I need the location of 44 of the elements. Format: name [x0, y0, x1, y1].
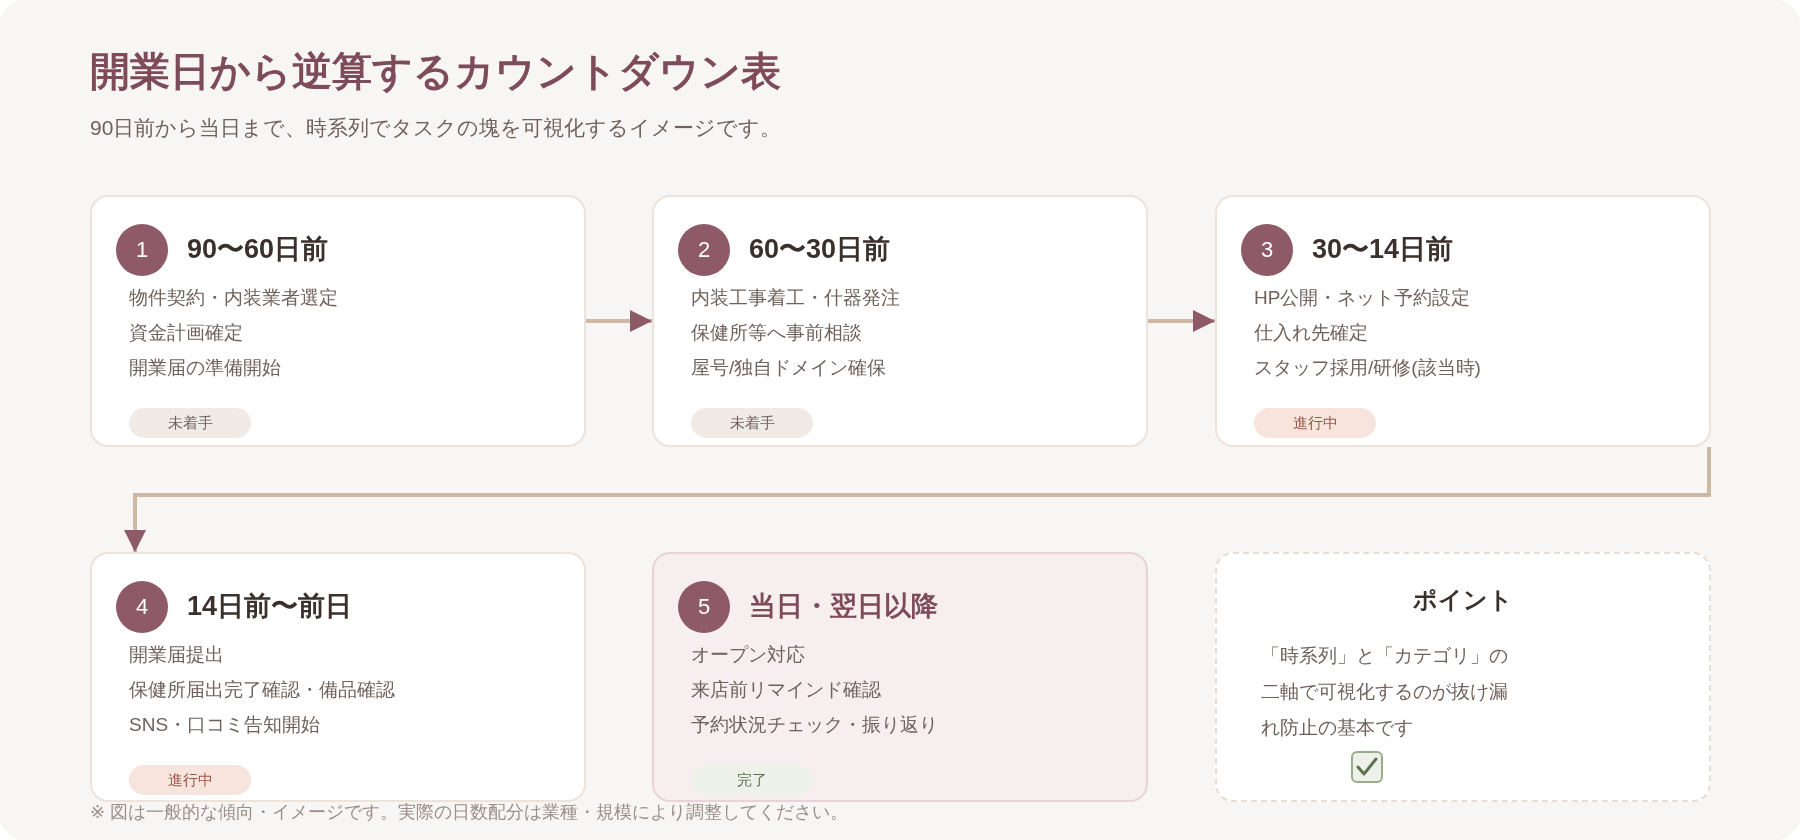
task-text: スタッフ採用/研修(該当時): [1254, 356, 1481, 380]
step-number-badge: 4: [116, 581, 168, 633]
task-text: SNS・口コミ告知開始: [129, 713, 321, 737]
step-heading: 90〜60日前: [187, 233, 329, 266]
step-number-badge: 5: [678, 581, 730, 633]
step-heading: 当日・翌日以降: [749, 590, 938, 623]
task-text: 開業届提出: [129, 643, 224, 667]
title: 開業日から逆算するカウントダウン表: [90, 48, 781, 96]
status-badge: 未着手: [129, 408, 251, 438]
arrow: [124, 447, 1711, 552]
task-text: HP公開・ネット予約設定: [1254, 286, 1471, 310]
step-card: [90, 195, 586, 447]
task-text: オープン対応: [691, 643, 805, 667]
arrow: [586, 310, 652, 332]
tip-heading: ポイント: [1412, 585, 1514, 615]
status-badge: 完了: [691, 765, 813, 795]
step-card: [652, 195, 1148, 447]
step-heading: 14日前〜前日: [187, 590, 353, 623]
step-heading: 60〜30日前: [749, 233, 891, 266]
task-text: 資金計画確定: [129, 321, 243, 345]
task-text: 仕入れ先確定: [1254, 321, 1368, 345]
step-number-badge: 2: [678, 224, 730, 276]
step-card: [90, 552, 586, 802]
arrow: [1148, 310, 1215, 332]
task-text: 内装工事着工・什器発注: [691, 286, 900, 310]
status-badge: 進行中: [1254, 408, 1376, 438]
step-number-badge: 1: [116, 224, 168, 276]
task-text: 開業届の準備開始: [129, 356, 281, 380]
step-card: [1215, 195, 1711, 447]
task-text: 予約状況チェック・振り返り: [691, 713, 938, 737]
step-number-badge: 3: [1241, 224, 1293, 276]
step-heading: 30〜14日前: [1312, 233, 1454, 266]
step-card: [652, 552, 1148, 802]
tip-text: 「時系列」と「カテゴリ」の二軸で可視化するのが抜け漏れ防止の基本です: [1261, 644, 1509, 740]
footnote: ※ 図は一般的な傾向・イメージです。実際の日数配分は業種・規模により調整してください。: [90, 801, 849, 824]
task-text: 保健所届出完了確認・備品確認: [129, 678, 395, 702]
status-badge: 進行中: [129, 765, 251, 795]
tip-card: [1215, 552, 1711, 802]
task-text: 物件契約・内装業者選定: [129, 286, 338, 310]
subtitle: 90日前から当日まで、時系列でタスクの塊を可視化するイメージです。: [90, 115, 782, 141]
task-text: 屋号/独自ドメイン確保: [691, 356, 887, 380]
task-text: 来店前リマインド確認: [691, 678, 881, 702]
status-badge: 未着手: [691, 408, 813, 438]
task-text: 保健所等へ事前相談: [691, 321, 862, 345]
